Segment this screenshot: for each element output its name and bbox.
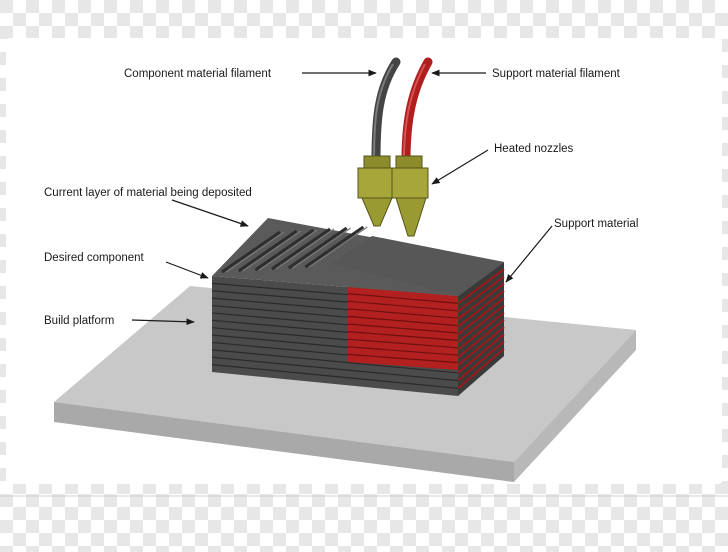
support-filament-highlight [403, 63, 426, 161]
layer-ridge-highlight [258, 229, 318, 271]
annotation-arrows [131, 69, 553, 326]
support-side-line [457, 297, 505, 336]
layer-line [211, 349, 459, 374]
label-build-platform: Build platform [44, 315, 114, 327]
layer-ridge [287, 226, 348, 270]
support-side-line [457, 348, 505, 390]
arrow-heated-nozzles [431, 149, 489, 185]
layer-ridge [271, 227, 331, 271]
support-layer-line [347, 338, 459, 349]
label-desired-component: Desired component [44, 252, 145, 264]
label-support-filament: Support material filament [492, 68, 621, 80]
layer-ridge-highlight [308, 226, 368, 268]
heated-nozzles [357, 155, 429, 237]
arrow-build-platform [131, 318, 195, 326]
label-component-filament: Component material filament [124, 68, 272, 80]
support-side-line [457, 333, 505, 374]
label-current-layer: Current layer of material being deposite… [44, 187, 252, 199]
nozzle-right-body [391, 167, 429, 199]
support-layer-line [347, 353, 459, 364]
support-stripes-right [457, 268, 505, 390]
block-top [212, 218, 504, 296]
support-side-line [457, 290, 505, 328]
support-layer-line [347, 323, 459, 334]
current-layer-ridges [221, 225, 368, 274]
support-layer-line [347, 315, 459, 327]
support-side-line [457, 319, 505, 359]
arrow-support-material [505, 225, 553, 283]
component-filament [371, 57, 401, 165]
block-front [211, 276, 459, 396]
support-layer-line [347, 331, 459, 341]
layer-ridge [304, 225, 365, 269]
nozzle-right-tip [395, 197, 427, 237]
platform-front [54, 402, 514, 482]
support-layer-line [347, 346, 459, 356]
nozzle-left-tip [361, 197, 393, 227]
platform-right [514, 330, 636, 482]
component-filament-highlight [373, 63, 394, 161]
support-layer-line [347, 300, 459, 312]
support-side-line [457, 311, 505, 351]
layer-ridge [237, 229, 298, 273]
layer-line [211, 356, 459, 382]
layer-ridge-highlight [242, 230, 302, 272]
layer-ridge-highlight [275, 228, 335, 270]
support-layer-line [347, 293, 459, 304]
layer-ridge [254, 228, 315, 272]
support-side-line [457, 304, 505, 343]
support-side-line [457, 282, 505, 320]
label-support-material: Support material [554, 218, 638, 230]
support-stripes-front [347, 293, 459, 364]
support-side-line [457, 326, 505, 367]
arrow-current-layer [171, 199, 249, 227]
layer-line [211, 364, 459, 389]
support-layer-line [347, 308, 459, 319]
layer-ridge-highlight [292, 227, 352, 269]
support-top-face [330, 236, 504, 296]
block-right-side [457, 262, 505, 396]
layer-ridge [221, 230, 281, 274]
arrow-desired-component [165, 261, 209, 279]
support-side-line [457, 340, 505, 382]
layer-ridge-highlight [225, 231, 285, 273]
support-filament [401, 57, 433, 165]
support-side-line [457, 268, 505, 305]
label-heated-nozzles: Heated nozzles [494, 143, 574, 155]
support-side-line [457, 275, 505, 313]
nozzle-left-body [357, 167, 395, 199]
